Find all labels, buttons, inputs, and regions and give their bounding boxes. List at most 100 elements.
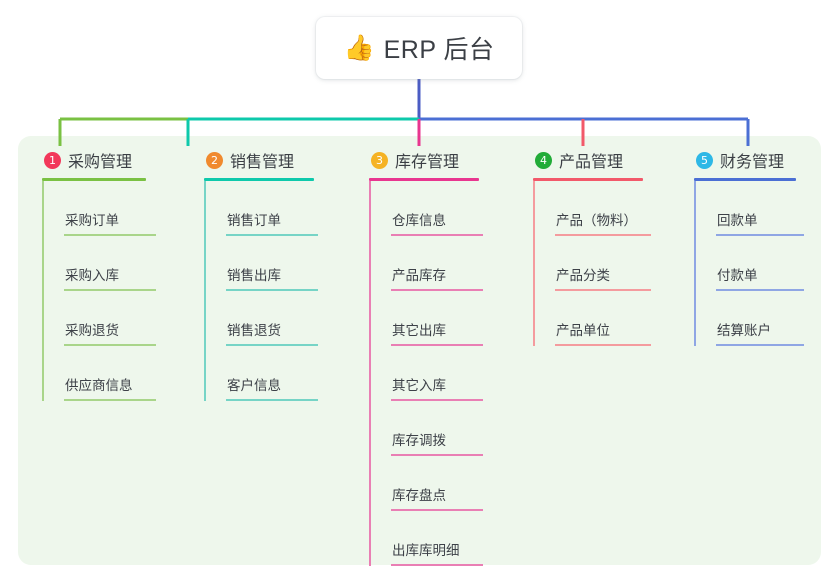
list-item[interactable]: 供应商信息	[42, 346, 156, 401]
list-item-label: 其它出库	[392, 323, 446, 338]
column-header-rule	[694, 178, 796, 181]
list-item-rule	[391, 289, 483, 291]
list-item[interactable]: 产品库存	[369, 236, 483, 291]
list-item[interactable]: 其它入库	[369, 346, 483, 401]
list-item[interactable]: 采购入库	[42, 236, 156, 291]
list-item-rule	[716, 234, 804, 236]
list-item-label: 采购订单	[65, 213, 119, 228]
list-item-label: 结算账户	[717, 323, 771, 338]
list-item-rule	[391, 509, 483, 511]
list-item-rule	[716, 344, 804, 346]
column-header[interactable]: 3 库存管理	[369, 148, 479, 172]
column-item-list: 回款单付款单结算账户	[694, 181, 804, 346]
list-item-label: 销售订单	[227, 213, 281, 228]
column-spine	[694, 181, 696, 346]
list-item-label: 回款单	[717, 213, 758, 228]
column-header-rule	[204, 178, 314, 181]
column-spine	[204, 181, 206, 401]
list-item[interactable]: 销售出库	[204, 236, 318, 291]
list-item-rule	[64, 289, 156, 291]
column-header-rule	[369, 178, 479, 181]
list-item-label: 仓库信息	[392, 213, 446, 228]
list-item-label: 库存调拨	[392, 433, 446, 448]
list-item-label: 产品分类	[556, 268, 610, 283]
column-title: 产品管理	[559, 154, 624, 171]
column-title: 销售管理	[230, 154, 295, 171]
list-item[interactable]: 采购订单	[42, 181, 156, 236]
list-item-rule	[226, 234, 318, 236]
column-header-rule	[42, 178, 146, 181]
column-title: 采购管理	[68, 154, 133, 171]
list-item-label: 采购入库	[65, 268, 119, 283]
list-item-rule	[64, 399, 156, 401]
list-item-label: 销售出库	[227, 268, 281, 283]
list-item-rule	[64, 234, 156, 236]
column-header[interactable]: 4 产品管理	[533, 148, 643, 172]
list-item-rule	[391, 344, 483, 346]
column-spine	[533, 181, 535, 346]
column-title: 库存管理	[395, 154, 460, 171]
list-item[interactable]: 回款单	[694, 181, 804, 236]
list-item-label: 产品（物料）	[556, 213, 637, 228]
list-item-rule	[716, 289, 804, 291]
list-item-label: 付款单	[717, 268, 758, 283]
column-header[interactable]: 5 财务管理	[694, 148, 796, 172]
list-item-label: 销售退货	[227, 323, 281, 338]
column-item-list: 销售订单销售出库销售退货客户信息	[204, 181, 318, 401]
column-index-badge: 4	[535, 151, 552, 169]
list-item-rule	[555, 344, 651, 346]
root-node-erp-backend[interactable]: 👍 ERP 后台	[316, 17, 522, 79]
column-index-badge: 3	[371, 151, 388, 169]
list-item-label: 产品单位	[556, 323, 610, 338]
list-item-rule	[226, 399, 318, 401]
list-item-rule	[64, 344, 156, 346]
column-item-list: 仓库信息产品库存其它出库其它入库库存调拨库存盘点出库库明细	[369, 181, 483, 566]
list-item-label: 供应商信息	[65, 378, 133, 393]
list-item[interactable]: 采购退货	[42, 291, 156, 346]
column-spine	[369, 181, 371, 566]
list-item-label: 其它入库	[392, 378, 446, 393]
list-item-label: 产品库存	[392, 268, 446, 283]
list-item[interactable]: 仓库信息	[369, 181, 483, 236]
column-index-badge: 1	[44, 151, 61, 169]
column-item-list: 产品（物料） 产品分类产品单位	[533, 181, 651, 346]
column-header-rule	[533, 178, 643, 181]
list-item[interactable]: 库存盘点	[369, 456, 483, 511]
list-item[interactable]: 产品分类	[533, 236, 651, 291]
list-item-label: 库存盘点	[392, 488, 446, 503]
list-item[interactable]: 产品（物料）	[533, 181, 651, 236]
list-item[interactable]: 出库库明细	[369, 511, 483, 566]
list-item[interactable]: 结算账户	[694, 291, 804, 346]
list-item[interactable]: 销售退货	[204, 291, 318, 346]
column-销售管理: 2 销售管理销售订单销售出库销售退货客户信息	[204, 148, 318, 401]
list-item-rule	[555, 234, 651, 236]
list-item[interactable]: 销售订单	[204, 181, 318, 236]
column-采购管理: 1 采购管理采购订单采购入库采购退货供应商信息	[42, 148, 156, 401]
list-item-label: 客户信息	[227, 378, 281, 393]
list-item-rule	[226, 289, 318, 291]
root-node-title: ERP 后台	[383, 36, 495, 64]
list-item-rule	[226, 344, 318, 346]
list-item-rule	[555, 289, 651, 291]
list-item[interactable]: 其它出库	[369, 291, 483, 346]
column-item-list: 采购订单采购入库采购退货供应商信息	[42, 181, 156, 401]
column-index-badge: 5	[696, 151, 713, 169]
thumbs-up-icon: 👍	[343, 33, 375, 62]
column-index-badge: 2	[206, 151, 223, 169]
column-spine	[42, 181, 44, 401]
list-item[interactable]: 客户信息	[204, 346, 318, 401]
list-item-rule	[391, 454, 483, 456]
list-item-rule	[391, 234, 483, 236]
list-item[interactable]: 产品单位	[533, 291, 651, 346]
list-item[interactable]: 付款单	[694, 236, 804, 291]
column-header[interactable]: 1 采购管理	[42, 148, 146, 172]
column-title: 财务管理	[720, 154, 785, 171]
list-item-rule	[391, 564, 483, 566]
column-header[interactable]: 2 销售管理	[204, 148, 314, 172]
list-item[interactable]: 库存调拨	[369, 401, 483, 456]
column-产品管理: 4 产品管理产品（物料） 产品分类产品单位	[533, 148, 651, 346]
list-item-rule	[391, 399, 483, 401]
column-财务管理: 5 财务管理回款单付款单结算账户	[694, 148, 804, 346]
